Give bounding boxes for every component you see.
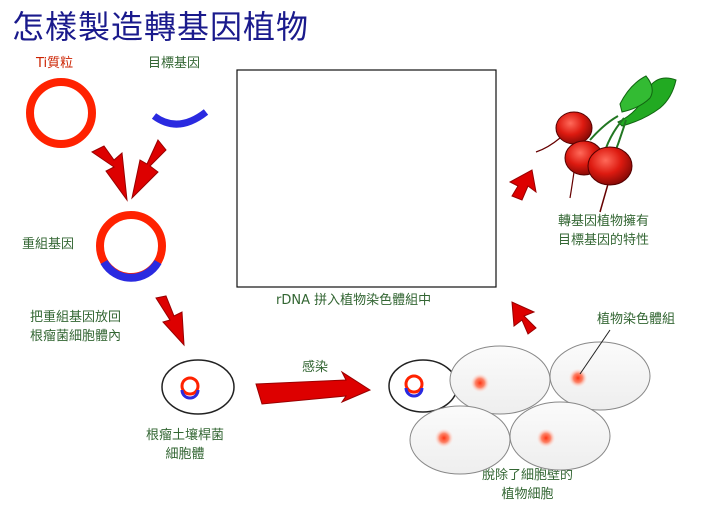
beetroot-icon (535, 75, 677, 213)
recombinant-gene-arc-icon (100, 259, 162, 282)
agrobacterium-line-2: 細胞體 (165, 447, 205, 462)
nucleus-icon (434, 428, 454, 448)
transgenic-line-1: 轉基因植物擁有 (558, 214, 650, 229)
agro-plasmid-ring-icon (404, 374, 424, 394)
target-gene-label: 目標基因 (148, 56, 201, 71)
transgenic-line-2: 目標基因的特性 (558, 233, 650, 248)
agro-plasmid-ring-icon (180, 376, 200, 396)
agro-gene-arc-icon (180, 389, 200, 400)
protoplast-line-1: 脫除了細胞壁的 (482, 468, 574, 483)
ti-plasmid-ring-icon (26, 78, 96, 148)
protoplast-cell-icon (509, 401, 611, 471)
ti-plasmid-label: Ti質粒 (36, 56, 74, 71)
transgenic-label: 轉基因植物擁有 目標基因的特性 (558, 212, 649, 250)
recombinant-gene-label: 重組基因 (22, 237, 75, 252)
curved-arrow-icon (91, 145, 128, 202)
protoplast-label: 脫除了細胞壁的 植物細胞 (482, 466, 573, 504)
curved-arrow-icon (155, 295, 185, 347)
nucleus-icon (536, 428, 556, 448)
agrobacterium-line-1: 根瘤土壤桿菌 (146, 428, 225, 443)
target-gene-arc-icon (151, 109, 209, 128)
protoplast-cell-icon (409, 405, 511, 475)
page-title: 怎樣製造轉基因植物 (12, 8, 310, 46)
infection-label: 感染 (302, 360, 329, 375)
curved-arrow-icon (511, 301, 537, 335)
infection-arrow-icon (255, 370, 372, 405)
insert-step-line-2: 根瘤菌細胞體內 (30, 329, 122, 344)
insert-step-line-1: 把重組基因放回 (30, 310, 122, 325)
agrobacterium-label: 根瘤土壤桿菌 細胞體 (146, 426, 224, 464)
rdna-label: rDNA 拼入植物染色體組中 (276, 293, 432, 308)
curved-arrow-icon (131, 139, 167, 200)
agro-gene-arc-icon (404, 387, 424, 398)
nucleus-icon (568, 368, 588, 388)
protoplast-cell-icon (449, 345, 551, 415)
rdna-frame (236, 69, 497, 288)
nucleus-icon (470, 373, 490, 393)
protoplast-line-2: 植物細胞 (501, 487, 554, 502)
chromosome-pointer-line (579, 329, 611, 375)
curved-arrow-icon (508, 169, 537, 201)
insert-step-label: 把重組基因放回 根瘤菌細胞體內 (30, 308, 121, 346)
protoplast-cell-icon (549, 341, 651, 411)
chromosome-label: 植物染色體組 (597, 312, 676, 327)
